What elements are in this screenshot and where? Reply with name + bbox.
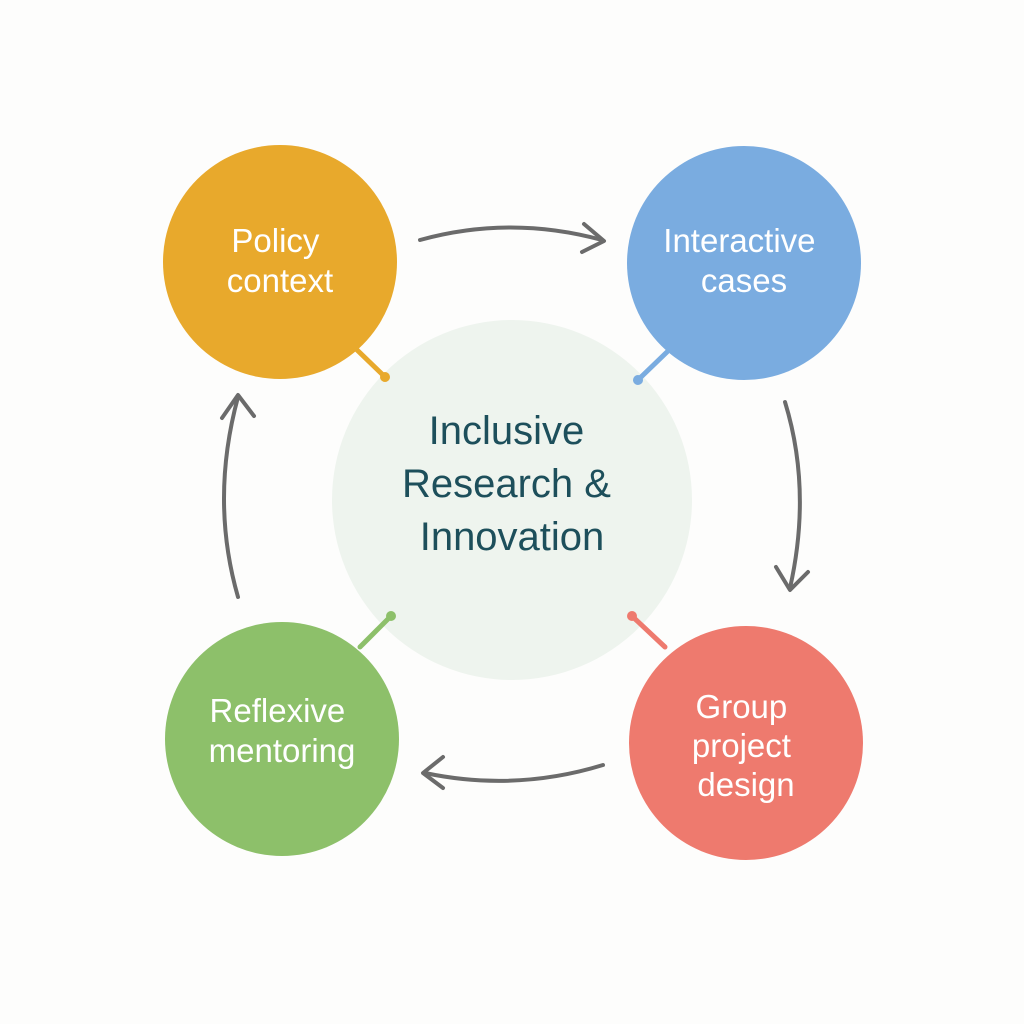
center-circle [332, 320, 692, 680]
connector-dot-reflexive [386, 611, 396, 621]
cycle-arrows [220, 222, 810, 790]
connector-group [630, 614, 668, 650]
arrow-head-right [774, 565, 810, 592]
node-label-interactive-cases: Interactive cases [663, 222, 824, 299]
arrow-interactive-to-group [783, 400, 802, 590]
connector-dot-policy [380, 372, 390, 382]
node-policy-context [163, 145, 397, 379]
node-group-project-design [629, 626, 863, 860]
arrow-head-top [580, 222, 606, 254]
center-label: Inclusive Research & Innovation [402, 409, 622, 559]
arrow-head-bottom [421, 755, 445, 790]
connector-dot-group [627, 611, 637, 621]
node-label-group-project-design: Group project design [692, 688, 800, 803]
node-interactive-cases [627, 146, 861, 380]
connector-reflexive [357, 614, 393, 650]
node-label-reflexive-mentoring: Reflexive mentoring [209, 692, 356, 769]
arrow-group-to-reflexive [423, 763, 605, 783]
arrow-policy-to-interactive [418, 225, 604, 242]
connector-dot-interactive [633, 375, 643, 385]
node-label-policy-context: Policy context [227, 222, 333, 299]
connectors [352, 345, 670, 650]
connector-interactive [637, 349, 670, 381]
connector-policy [352, 345, 387, 379]
arrow-reflexive-to-policy [222, 395, 240, 599]
node-reflexive-mentoring [165, 622, 399, 856]
arrow-head-left [220, 393, 256, 420]
